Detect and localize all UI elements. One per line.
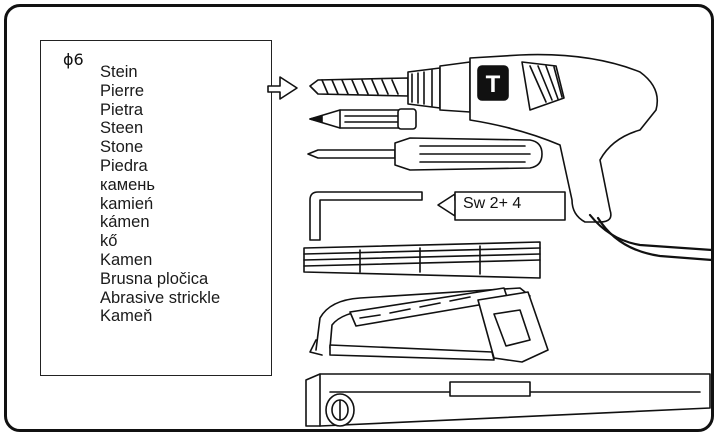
folding-ruler-icon bbox=[303, 241, 541, 279]
wrench-label-box bbox=[454, 191, 566, 221]
drill-bit-icon bbox=[309, 77, 409, 97]
material-name: Steen bbox=[100, 119, 144, 138]
material-name: Piedra bbox=[100, 156, 148, 175]
outer-frame bbox=[4, 4, 714, 432]
material-name: камень bbox=[100, 175, 155, 194]
pencil-icon bbox=[309, 108, 417, 130]
hacksaw-icon bbox=[309, 287, 549, 363]
material-legend-box bbox=[40, 40, 272, 376]
material-name: kamień bbox=[100, 194, 154, 213]
drill-icon: T bbox=[407, 53, 714, 262]
diameter-label: ϕ6 bbox=[63, 50, 84, 69]
material-name: Pierre bbox=[100, 81, 145, 100]
material-name: kő bbox=[100, 232, 118, 251]
material-name: Pietra bbox=[100, 100, 144, 119]
material-name: Abrasive strickle bbox=[100, 288, 221, 307]
material-name: kámen bbox=[100, 213, 150, 232]
pointer-arrow-icon bbox=[267, 76, 298, 100]
material-name: Brusna pločica bbox=[100, 269, 209, 288]
material-name: Stein bbox=[100, 63, 138, 81]
drill-badge-text: T bbox=[486, 71, 501, 98]
spirit-level-icon bbox=[305, 373, 711, 427]
material-name: Kamen bbox=[100, 250, 153, 269]
material-name: Kameň bbox=[100, 307, 153, 326]
wrench-size-label: Sw 2+ 4 bbox=[463, 195, 522, 212]
allen-key-icon bbox=[309, 191, 423, 241]
screwdriver-icon bbox=[307, 137, 543, 171]
material-name: Stone bbox=[100, 138, 144, 157]
